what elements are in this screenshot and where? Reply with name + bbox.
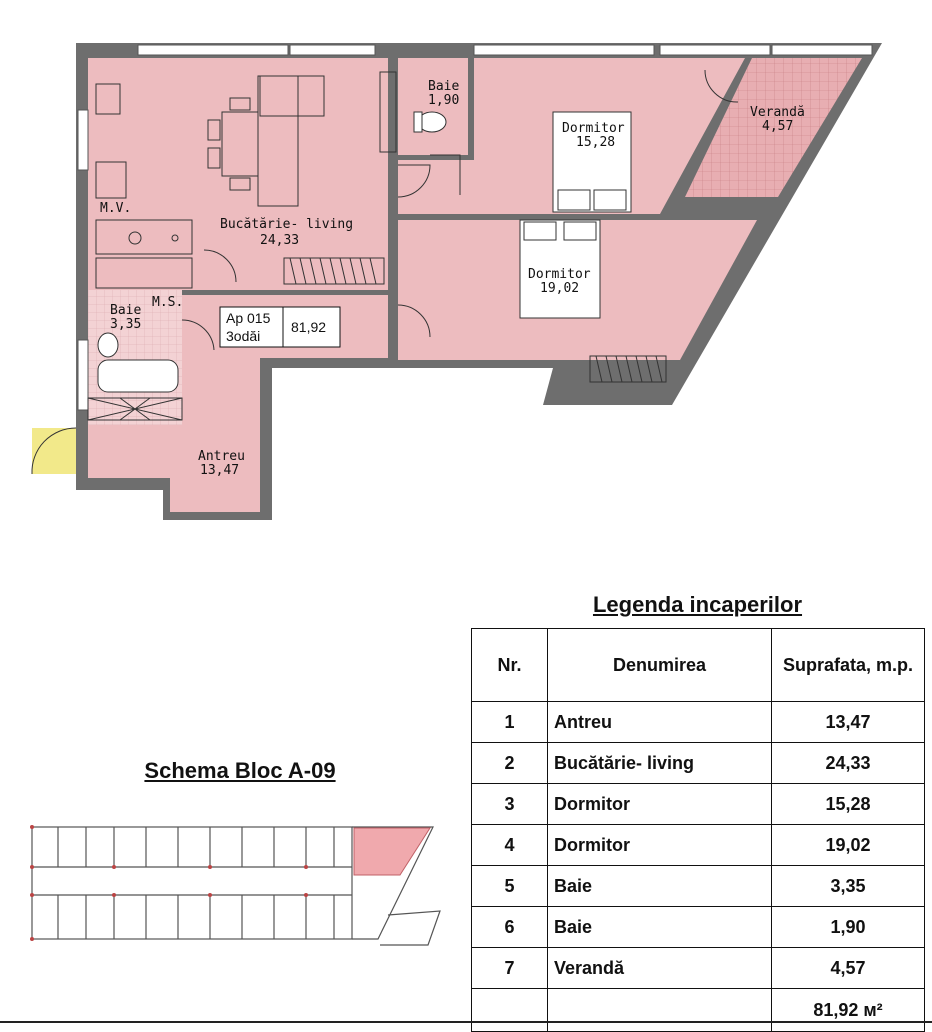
floor-plan: M.V. M.S. Ap 015 3odăi: [31, 43, 882, 520]
legend-total: 81,92 м²: [771, 988, 925, 1032]
room-area-veranda: 4,57: [762, 119, 793, 134]
row-area: 19,02: [771, 824, 925, 866]
bath-fixtures: [97, 111, 447, 393]
legend-header-row: Nr. Denumirea Suprafata, m.p.: [471, 628, 925, 702]
room-area-baie-large: 3,35: [110, 317, 141, 332]
row-nr: 4: [471, 824, 548, 866]
door-swings: [181, 69, 739, 351]
row-nr: 2: [471, 742, 548, 784]
room-area-baie-small: 1,90: [428, 93, 459, 108]
row-area: 24,33: [771, 742, 925, 784]
row-area: 3,35: [771, 865, 925, 907]
row-name: Baie: [547, 906, 772, 948]
row-name: Bucătărie- living: [547, 742, 772, 784]
legend-header-name: Denumirea: [547, 628, 772, 702]
legend-total-row: 81,92 м²: [471, 988, 925, 1032]
entry-door: [32, 428, 76, 474]
legend-title: Legenda incaperilor: [592, 592, 803, 617]
room-area-bucatarie: 24,33: [260, 233, 299, 248]
row-nr: 1: [471, 701, 548, 743]
meter-label-2: M.S.: [152, 295, 183, 310]
meter-label-1: M.V.: [100, 201, 131, 216]
room-name-dormitor-2: Dormitor: [528, 267, 591, 282]
row-name: Dormitor: [547, 783, 772, 825]
apartment-number: Ap 015: [226, 310, 271, 326]
room-name-dormitor-1: Dormitor: [562, 121, 625, 136]
room-name-baie-small: Baie: [428, 79, 459, 94]
room-name-baie-large: Baie: [110, 303, 141, 318]
bottom-rule: [0, 1021, 932, 1023]
row-name: Verandă: [547, 947, 772, 989]
legend-header-area: Suprafata, m.p.: [771, 628, 925, 702]
room-name-bucatarie: Bucătărie- living: [220, 217, 353, 232]
apartment-rooms: 3odăi: [226, 328, 260, 344]
building-schema: [30, 825, 441, 946]
radiators: [87, 257, 667, 421]
apartment-total-area: 81,92: [291, 319, 326, 335]
room-area-antreu: 13,47: [200, 463, 239, 478]
row-area: 1,90: [771, 906, 925, 948]
row-area: 4,57: [771, 947, 925, 989]
room-bucatarie-living: [88, 58, 388, 290]
row-nr: 3: [471, 783, 548, 825]
unit-highlight: [353, 827, 431, 876]
schema-title: Schema Bloc A-09: [144, 758, 336, 783]
row-name: Antreu: [547, 701, 772, 743]
kitchen-unit: [95, 71, 397, 289]
apartment-info-box: Ap 015 3odăi 81,92: [219, 306, 341, 348]
row-area: 13,47: [771, 701, 925, 743]
dining-set: [207, 75, 325, 207]
room-area-dormitor-2: 19,02: [540, 281, 579, 296]
room-antreu: [88, 295, 388, 512]
row-nr: 7: [471, 947, 548, 989]
legend-header-nr: Nr.: [471, 628, 548, 702]
room-name-veranda: Verandă: [750, 105, 805, 120]
row-name: Baie: [547, 865, 772, 907]
row-name: Dormitor: [547, 824, 772, 866]
room-name-antreu: Antreu: [198, 449, 245, 464]
room-area-dormitor-1: 15,28: [576, 135, 615, 150]
row-nr: 5: [471, 865, 548, 907]
windows: [77, 44, 873, 411]
beds: [519, 111, 632, 319]
room-veranda: [685, 58, 862, 197]
row-area: 15,28: [771, 783, 925, 825]
row-nr: 6: [471, 906, 548, 948]
